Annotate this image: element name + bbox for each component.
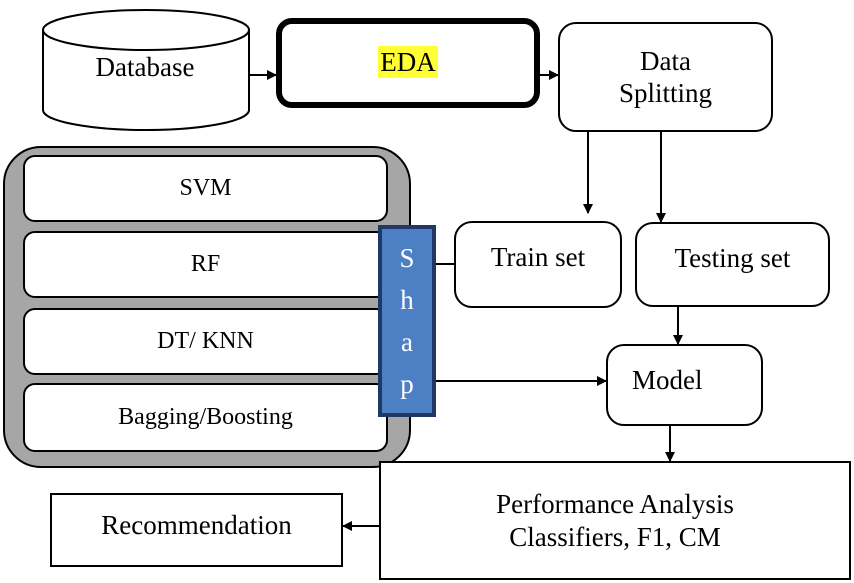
data-splitting-label-line1: Data <box>640 45 691 76</box>
classifier-rf: RF <box>23 231 388 298</box>
shap-letter: p <box>400 368 414 399</box>
database-cylinder <box>42 9 250 131</box>
model-node: Model <box>606 344 763 426</box>
testing-set-node: Testing set <box>635 222 830 307</box>
train-set-node: Train set <box>454 221 622 308</box>
eda-label: EDA <box>378 46 438 79</box>
recommendation-node: Recommendation <box>50 493 343 567</box>
database-label: Database <box>95 52 195 82</box>
performance-label-line2: Classifiers, F1, CM <box>509 521 721 552</box>
shap-node: S h a p <box>378 225 436 417</box>
data-splitting-label-line2: Splitting <box>618 78 713 108</box>
shap-letter: S <box>399 242 415 273</box>
data-splitting-node: Data Splitting <box>558 22 773 132</box>
classifier-dt-knn: DT/ KNN <box>23 308 388 375</box>
classifier-bagging-boosting: Bagging/Boosting <box>23 383 388 452</box>
performance-label-line1: Performance Analysis <box>496 489 734 520</box>
shap-letter: h <box>400 284 414 315</box>
classifier-svm: SVM <box>23 155 388 222</box>
eda-node: EDA <box>276 18 540 108</box>
performance-analysis-node: Performance Analysis Classifiers, F1, CM <box>379 461 851 580</box>
classifier-group: SVM RF DT/ KNN Bagging/Boosting <box>3 146 411 468</box>
shap-letter: a <box>401 326 413 357</box>
